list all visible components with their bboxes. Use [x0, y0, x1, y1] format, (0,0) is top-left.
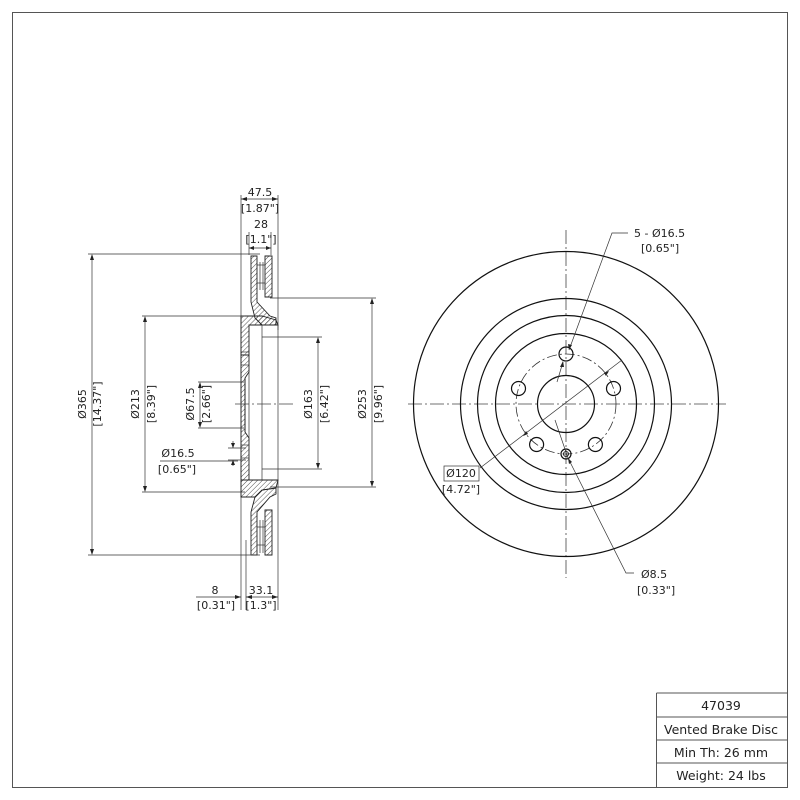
- bolt-hole-mm: Ø16.5: [161, 447, 194, 460]
- hat-height-mm: 33.1: [249, 584, 274, 597]
- outer-diameter-circle: [412, 250, 720, 558]
- disc-thickness-mm: 28: [254, 218, 268, 231]
- weight: Weight: 24 lbs: [676, 768, 766, 783]
- bolt-circle-in: [4.72"]: [442, 483, 480, 496]
- title-block: 47039 Vented Brake Disc Min Th: 26 mm We…: [656, 692, 787, 787]
- front-view: 5 - Ø16.5 [0.65"] Ø120 [4.72"] Ø8.5 [0.3…: [408, 227, 726, 597]
- hat-outer-circle: [476, 314, 656, 494]
- hat-height-in: [1.3"]: [245, 599, 276, 612]
- hat-offset-mm: 8: [212, 584, 219, 597]
- bolt-holes-mm: 5 - Ø16.5: [634, 227, 685, 240]
- outer-diameter-mm: Ø365: [76, 389, 89, 419]
- center-bore-mm: Ø67.5: [184, 387, 197, 420]
- part-number: 47039: [701, 698, 741, 713]
- hat-diameter-mm: Ø213: [129, 389, 142, 419]
- overall-width-mm: 47.5: [248, 186, 273, 199]
- center-bore-circle: [536, 374, 596, 434]
- min-thickness: Min Th: 26 mm: [674, 745, 768, 760]
- inner-diameter-in: [6.42"]: [318, 385, 331, 423]
- bolt-hole-icon: [587, 436, 604, 453]
- friction-inner-circle: [459, 297, 673, 511]
- section-view: 47.5 [1.87"] 28 [1.1"] Ø365 [14.37"] Ø21…: [76, 186, 385, 612]
- hat-diameter-in: [8.39"]: [145, 385, 158, 423]
- locating-hole-icon: [560, 448, 572, 460]
- drawing-frame: [12, 12, 788, 788]
- bolt-hole-icon: [528, 436, 545, 453]
- locating-hole-in: [0.33"]: [637, 584, 675, 597]
- outer-diameter-in: [14.37"]: [91, 381, 104, 426]
- locating-hole-mm: Ø8.5: [641, 568, 667, 581]
- bolt-holes-in: [0.65"]: [641, 242, 679, 255]
- bolt-hole-in: [0.65"]: [158, 463, 196, 476]
- bolt-circle-mm: Ø120: [446, 467, 476, 480]
- part-description: Vented Brake Disc: [664, 722, 778, 737]
- hat-offset-in: [0.31"]: [197, 599, 235, 612]
- overall-width-in: [1.87"]: [241, 202, 279, 215]
- bolt-hole-icon: [558, 346, 574, 362]
- center-bore-in: [2.66"]: [200, 385, 213, 423]
- bolt-hole-icon: [605, 380, 622, 397]
- hat-inner-circle: [494, 332, 638, 476]
- bolt-circle: [515, 353, 617, 455]
- friction-inner-diameter-mm: Ø253: [356, 389, 369, 419]
- friction-inner-diameter-in: [9.96"]: [372, 385, 385, 423]
- disc-thickness-in: [1.1"]: [245, 233, 276, 246]
- inner-diameter-mm: Ø163: [302, 389, 315, 419]
- bolt-hole-icon: [510, 380, 527, 397]
